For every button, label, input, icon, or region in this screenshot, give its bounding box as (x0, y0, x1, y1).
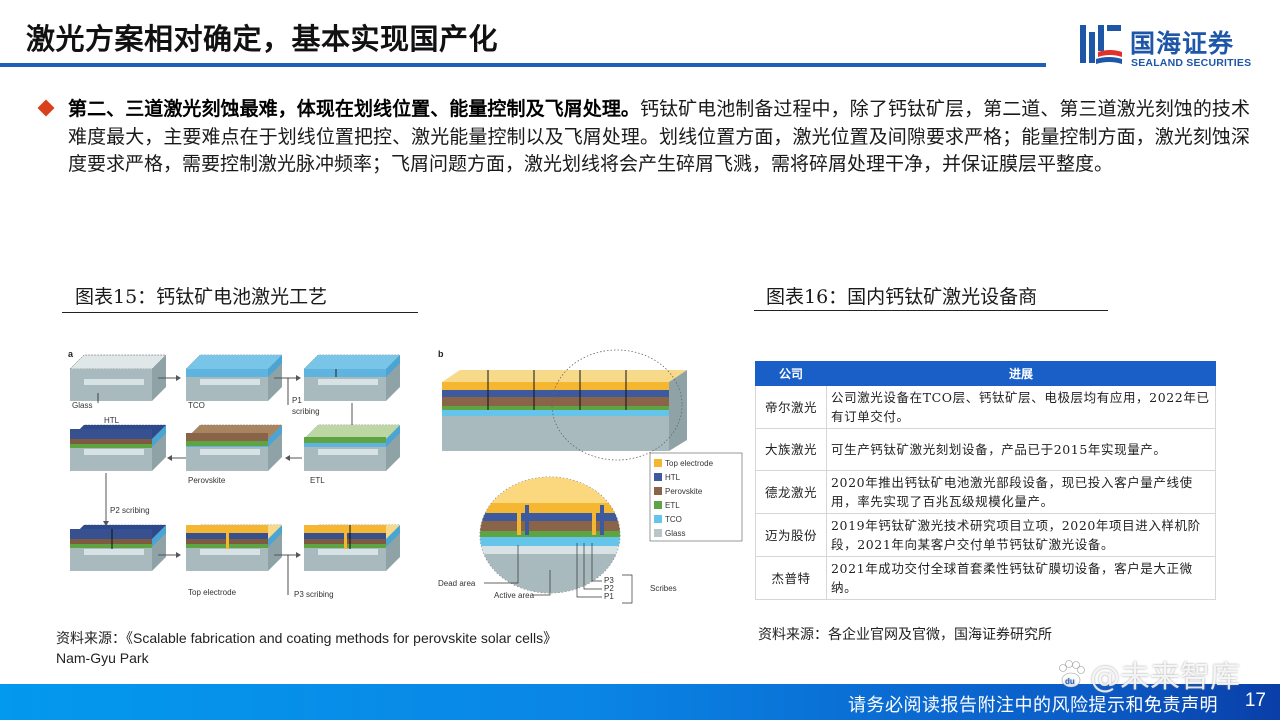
svg-text:HTL: HTL (665, 473, 681, 482)
column-header-company: 公司 (755, 361, 827, 386)
svg-text:TCO: TCO (188, 401, 205, 410)
svg-text:P3 scribing: P3 scribing (294, 590, 334, 599)
svg-text:Scribes: Scribes (650, 584, 677, 593)
header-divider (0, 63, 1046, 67)
progress-cell: 2019年钙钛矿激光技术研究项目立项，2020年项目进入样机阶段，2021年向某… (826, 513, 1216, 557)
svg-text:P3: P3 (604, 576, 614, 585)
company-cell: 杰普特 (755, 556, 827, 600)
svg-text:ETL: ETL (665, 501, 680, 510)
svg-text:ETL: ETL (310, 476, 325, 485)
logo-chinese-name: 国海证券 (1130, 29, 1235, 58)
watermark-text: @未来智库 (1090, 660, 1240, 695)
svg-text:Glass: Glass (72, 401, 92, 410)
svg-text:P2 scribing: P2 scribing (110, 506, 150, 515)
svg-text:b: b (438, 349, 444, 359)
key-point-body: 钙钛矿电池制备过程中，除了钙钛矿层，第二道、第三道激光刻蚀的技术难度最大，主要难… (68, 98, 1250, 175)
svg-text:Perovskite: Perovskite (188, 476, 226, 485)
figure15-title: 图表15：钙钛矿电池激光工艺 (75, 286, 328, 308)
diamond-bullet-icon (37, 99, 55, 117)
figure15-source-line: 资料来源：《Scalable fabrication and coating m… (56, 630, 558, 646)
baidu-paw-icon: du (1059, 660, 1085, 688)
page-title: 激光方案相对确定，基本实现国产化 (26, 22, 499, 56)
progress-cell: 2020年推出钙钛矿电池激光部段设备，现已投入客户量产线使用，率先实现了百兆瓦级… (826, 470, 1216, 514)
figure15-source-author: Nam-Gyu Park (56, 650, 149, 666)
svg-text:P1: P1 (292, 396, 302, 405)
laser-equipment-vendors-table: 公司 进展 帝尔激光 公司激光设备在TCO层、钙钛矿层、电极层均有应用，2022… (755, 361, 1216, 600)
figure15-title-rule (62, 312, 418, 313)
figure16-title-rule (754, 310, 1108, 311)
column-header-progress: 进展 (826, 361, 1216, 386)
key-point-text: 第二、三道激光刻蚀最难，体现在划线位置、能量控制及飞屑处理。钙钛矿电池制备过程中… (68, 96, 1250, 179)
svg-text:Active area: Active area (494, 591, 535, 600)
svg-text:Top electrode: Top electrode (665, 459, 714, 468)
figure16-source: 资料来源：各企业官网及官微，国海证券研究所 (758, 626, 1052, 642)
table-row: 帝尔激光 公司激光设备在TCO层、钙钛矿层、电极层均有应用，2022年已有订单交… (755, 385, 1216, 429)
svg-text:TCO: TCO (665, 515, 682, 524)
key-point: 第二、三道激光刻蚀最难，体现在划线位置、能量控制及飞屑处理。钙钛矿电池制备过程中… (37, 96, 1250, 179)
company-cell: 德龙激光 (755, 470, 827, 514)
progress-cell: 2021年成功交付全球首套柔性钙钛矿膜切设备，客户是大正微纳。 (826, 556, 1216, 600)
panel-a-label: a (68, 349, 74, 359)
footer-bar: 请务必阅读报告附注中的风险提示和免责声明 17 (0, 684, 1280, 720)
svg-text:P1: P1 (604, 592, 614, 601)
svg-text:scribing: scribing (292, 407, 320, 416)
company-cell: 大族激光 (755, 428, 827, 471)
layer-legend: Top electrode HTL Perovskite ETL TCO Gla… (649, 452, 743, 542)
company-cell: 帝尔激光 (755, 385, 827, 429)
progress-cell: 可生产钙钛矿激光刻划设备，产品已于2015年实现量产。 (826, 428, 1216, 471)
svg-text:du: du (1065, 677, 1075, 686)
table-row: 德龙激光 2020年推出钙钛矿电池激光部段设备，现已投入客户量产线使用，率先实现… (755, 470, 1216, 514)
svg-text:P2: P2 (604, 584, 614, 593)
figure16-title: 图表16：国内钙钛矿激光设备商 (766, 286, 1038, 308)
table-row: 大族激光 可生产钙钛矿激光刻划设备，产品已于2015年实现量产。 (755, 428, 1216, 471)
svg-text:Dead area: Dead area (438, 579, 476, 588)
progress-cell: 公司激光设备在TCO层、钙钛矿层、电极层均有应用，2022年已有订单交付。 (826, 385, 1216, 429)
company-cell: 迈为股份 (755, 513, 827, 557)
company-logo: 国海证券 SEALAND SECURITIES (1078, 22, 1258, 70)
figure15-source: 资料来源：《Scalable fabrication and coating m… (56, 628, 557, 668)
logo-english-name: SEALAND SECURITIES (1131, 57, 1252, 69)
svg-text:Top electrode: Top electrode (188, 588, 237, 597)
svg-text:HTL: HTL (104, 416, 120, 425)
table-row: 迈为股份 2019年钙钛矿激光技术研究项目立项，2020年项目进入样机阶段，20… (755, 513, 1216, 557)
svg-text:Perovskite: Perovskite (665, 487, 703, 496)
svg-text:Glass: Glass (665, 529, 685, 538)
perovskite-laser-process-diagram: a Glass TCO P1 scribing HTL Perovskite E… (68, 349, 743, 604)
disclaimer-notice: 请务必阅读报告附注中的风险提示和免责声明 (848, 695, 1218, 716)
page-number: 17 (1244, 690, 1266, 711)
sealand-logo-icon (1080, 25, 1122, 64)
watermark: du @未来智库 (1056, 652, 1240, 696)
key-point-heading: 第二、三道激光刻蚀最难，体现在划线位置、能量控制及飞屑处理。 (68, 98, 640, 120)
table-row: 杰普特 2021年成功交付全球首套柔性钙钛矿膜切设备，客户是大正微纳。 (755, 556, 1216, 600)
